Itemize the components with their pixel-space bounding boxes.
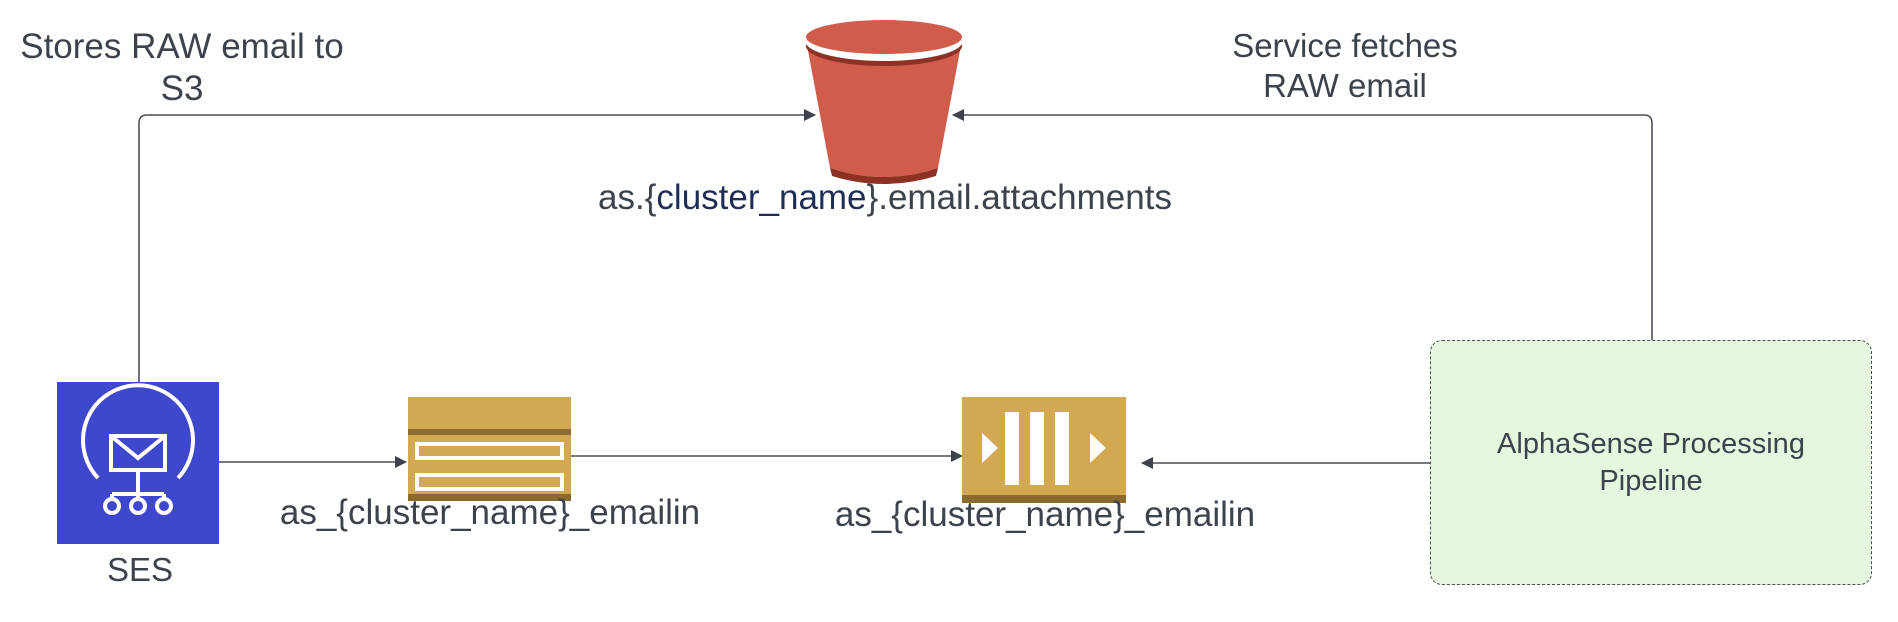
edge-ses-to-bucket [138,109,816,382]
pipeline-label: AlphaSense Processing Pipeline [1497,428,1805,497]
fetch-edge-label: Service fetches RAW email [1190,26,1500,105]
store-edge-label: Stores RAW email to S3 [0,26,364,110]
bucket-label: as.{cluster_name}.email.attachments [560,177,1210,219]
ses-label: SES [106,551,174,588]
sns-topic-icon [408,397,571,501]
ses-email-icon [57,382,219,544]
store-edge-text: Stores RAW email to S3 [20,27,344,108]
bucket-label-suffix: }.email.attachments [866,178,1172,217]
sqs-queue-icon [962,397,1126,503]
pipeline-node: AlphaSense Processing Pipeline [1430,340,1872,585]
queue-label: as_{cluster_name}_emailin [834,495,1256,534]
topic-label: as_{cluster_name}_emailin [279,493,701,532]
bucket-label-variable: cluster_name [656,178,867,217]
fetch-edge-text: Service fetches RAW email [1232,27,1458,104]
edge-pipeline-to-bucket [952,109,1653,340]
s3-bucket-icon [806,20,962,184]
bucket-label-prefix: as.{ [598,178,657,217]
